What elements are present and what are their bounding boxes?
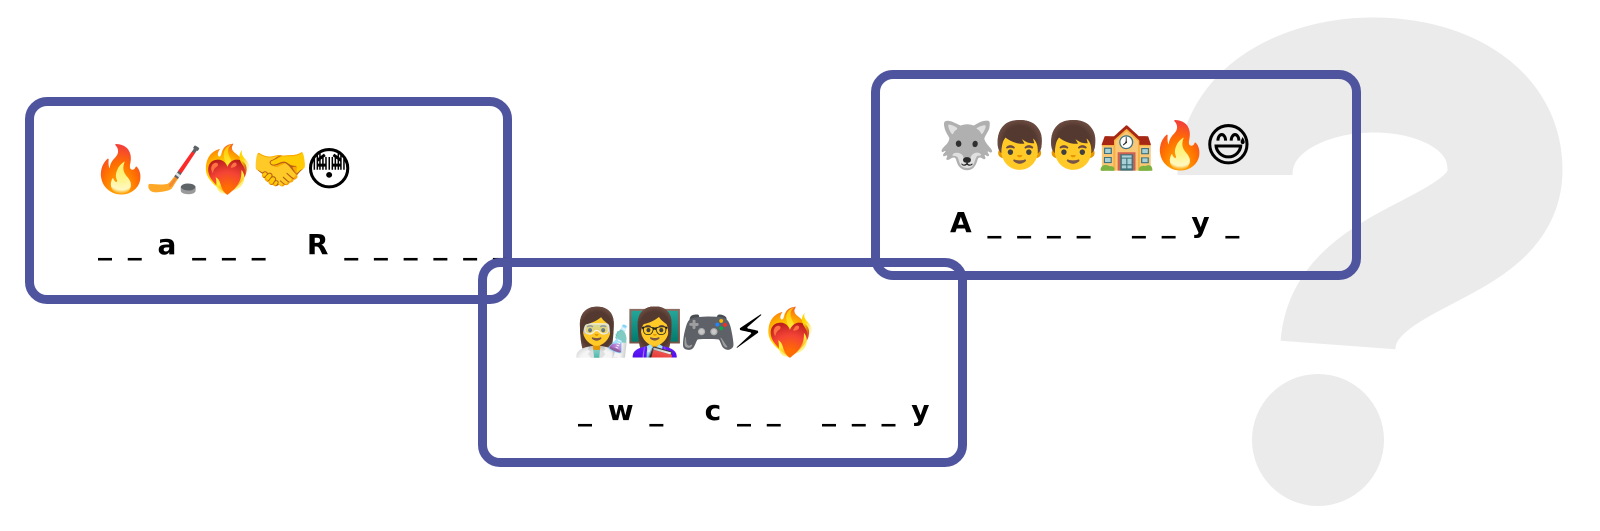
puzzle-1-emojis: 🔥🏒❤️‍🔥🤝😳 xyxy=(92,142,353,196)
puzzle-card-2 xyxy=(478,258,967,467)
puzzle-card-3 xyxy=(871,70,1361,280)
question-mark-hook xyxy=(1177,17,1563,355)
puzzle-card-1 xyxy=(25,97,512,304)
puzzle-1-clue: _ _ a _ _ _ R _ _ _ _ _ _ xyxy=(98,228,510,261)
puzzle-2-clue: _ w _ c _ _ _ _ _ y xyxy=(578,394,933,427)
puzzle-2-emojis: 👩‍🔬👩‍🏫🎮⚡❤️‍🔥 xyxy=(573,305,818,359)
puzzle-3-emojis: 🐺👦👦🏫🔥😅 xyxy=(938,118,1252,172)
puzzle-3-clue: A _ _ _ _ _ _ y _ xyxy=(950,206,1243,239)
question-mark-dot xyxy=(1252,374,1384,506)
